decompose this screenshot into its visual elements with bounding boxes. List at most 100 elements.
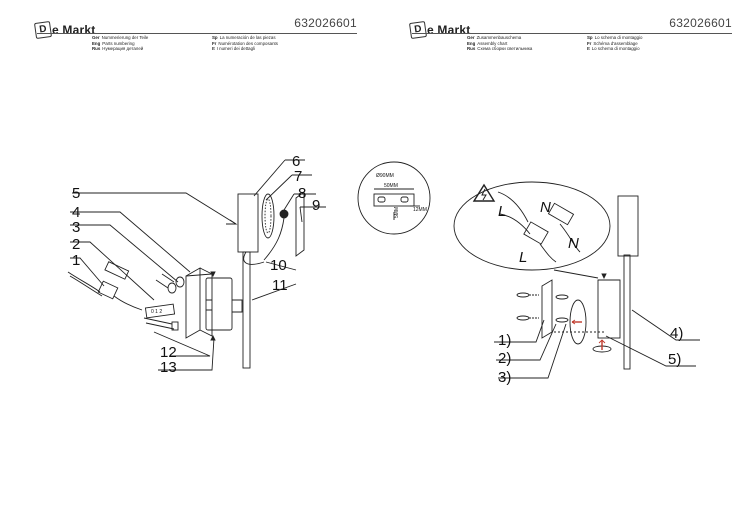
header-rule	[37, 33, 357, 34]
led-driver	[279, 209, 289, 219]
dimension-circle	[357, 161, 431, 235]
leader-step-1	[494, 319, 545, 343]
screw-1	[516, 292, 530, 298]
label: 2	[72, 236, 80, 253]
product-code: 632026601	[669, 16, 732, 30]
mounting-plate-side	[199, 267, 213, 337]
red-arrowhead	[571, 319, 576, 325]
product-code: 632026601	[294, 16, 357, 30]
plate-edge	[185, 273, 213, 277]
detail-terminal	[523, 221, 549, 245]
assembly-view	[453, 181, 700, 379]
leader-5	[72, 192, 237, 225]
label: 5)	[668, 351, 681, 368]
svg-text:0 1 2: 0 1 2	[151, 309, 162, 315]
leader-step-4	[631, 309, 700, 341]
dim-diameter: Ø90MM	[376, 173, 394, 179]
lamp-head	[617, 195, 639, 257]
slot-hole	[400, 196, 409, 203]
label: 7	[294, 168, 302, 185]
screw-head	[171, 321, 179, 331]
screw-thread	[529, 294, 539, 319]
connector-cap	[167, 282, 177, 294]
arrow-5	[226, 219, 238, 225]
screw-1	[516, 315, 530, 321]
marker-triangle	[601, 273, 607, 280]
label: 1)	[498, 332, 511, 349]
label: 5	[72, 185, 80, 202]
dim-depth: 12MM	[413, 207, 427, 213]
leader-9	[299, 206, 326, 223]
header-rule	[412, 33, 732, 34]
leader-step-2	[496, 323, 557, 361]
wiring-detail-circle	[453, 181, 611, 271]
connector-clip	[104, 261, 130, 280]
lamp-rod	[242, 251, 251, 369]
leader-2	[70, 241, 155, 301]
connector-cap	[175, 276, 185, 288]
leader-10	[265, 261, 297, 271]
led-disc	[261, 193, 275, 239]
leader-11	[251, 283, 297, 301]
plate-screw	[555, 294, 569, 300]
label: N	[540, 199, 551, 216]
lightning-bolt	[481, 188, 487, 201]
dim-width: 50MM	[384, 183, 398, 189]
wall-dowel-area	[569, 299, 587, 345]
connector-leads	[155, 273, 175, 289]
label: 9	[312, 197, 320, 214]
slot-hole	[377, 196, 386, 203]
marker-triangle	[210, 271, 216, 278]
marker-triangle	[210, 334, 216, 341]
wire-1	[67, 271, 101, 293]
leader-4	[70, 211, 191, 273]
label: 4)	[670, 325, 683, 342]
lamp-rod	[623, 254, 631, 370]
nut	[232, 299, 243, 313]
led-disc-inner	[264, 198, 272, 234]
label: 3)	[498, 369, 511, 386]
label: 10	[270, 257, 287, 274]
plate-screw	[555, 317, 569, 323]
label: 8	[298, 185, 306, 202]
step-labels: 1)2) 3) 4) 5)	[498, 325, 683, 386]
label: 12	[160, 344, 177, 361]
led-cable	[263, 217, 285, 261]
label: L	[519, 249, 527, 266]
dim-height: 5MM	[394, 207, 400, 218]
label: 2)	[498, 350, 511, 367]
terminal-block	[97, 280, 119, 300]
detail-wire-out	[559, 223, 581, 253]
detail-wire-n	[499, 213, 531, 235]
detail-wire-l	[497, 191, 529, 223]
detail-wire-out	[539, 243, 557, 263]
leader-12	[153, 331, 211, 357]
lamp-base	[597, 279, 621, 339]
lamp-cable	[243, 251, 265, 265]
leader-13	[158, 337, 215, 371]
leader-1	[70, 257, 105, 287]
leader-8	[283, 193, 316, 211]
label: 6	[292, 153, 300, 170]
leader-7	[265, 174, 312, 201]
cable-clamp	[144, 303, 176, 319]
screw-pair	[143, 317, 175, 330]
leader-step-5	[605, 335, 696, 367]
wire-2	[69, 275, 103, 297]
nut-lines	[206, 299, 212, 311]
